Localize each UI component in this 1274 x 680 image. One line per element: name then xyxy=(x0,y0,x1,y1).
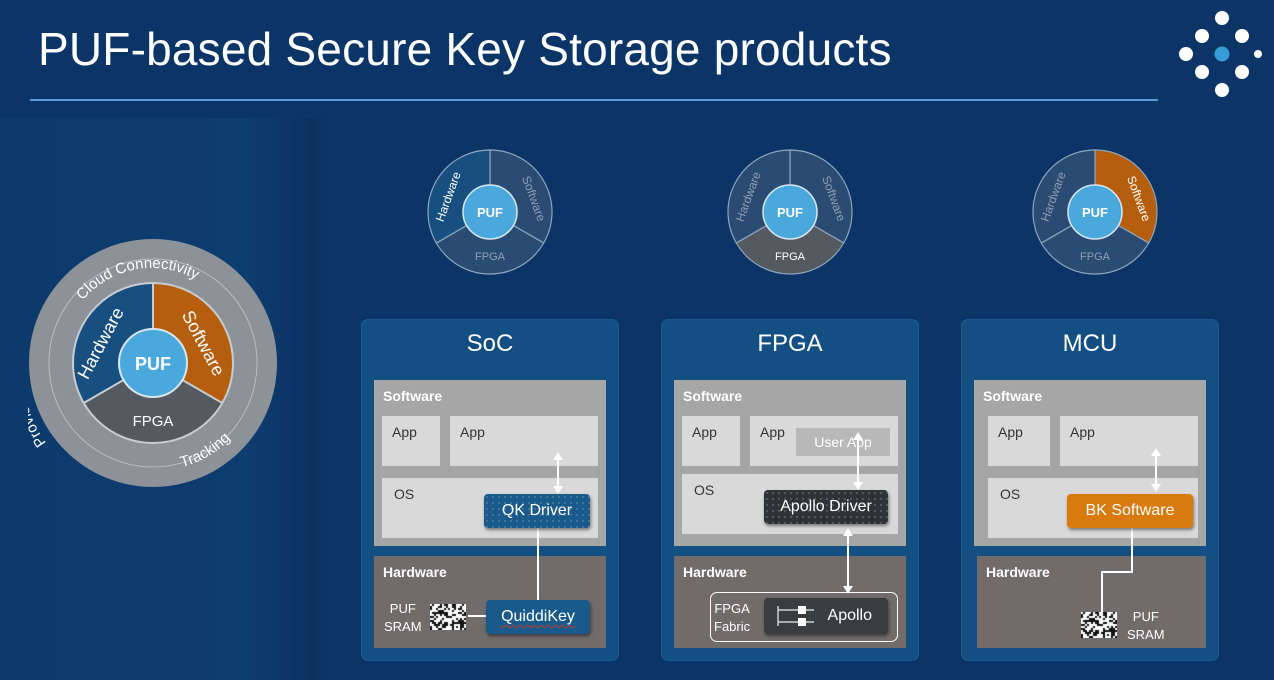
apollo-driver-label: Apollo Driver xyxy=(780,498,872,515)
soc-software-label: Software xyxy=(383,388,443,404)
mcu-app-1-label: App xyxy=(998,424,1023,440)
ring-mcu-puf-label: PUF xyxy=(1082,205,1108,220)
mcu-puf-sram-label: PUF SRAM xyxy=(1127,608,1165,644)
fpga-app-1: App xyxy=(682,416,740,466)
user-app-box: User App xyxy=(796,428,890,456)
fpga-fabric-label: FPGA Fabric xyxy=(714,600,750,636)
ring-fpga-puf-label: PUF xyxy=(777,205,803,220)
qk-driver-label: QK Driver xyxy=(501,502,573,519)
mcu-software-layer: Software App App OS xyxy=(974,380,1206,546)
fpga-app-2-label: App xyxy=(760,424,785,440)
title-rule xyxy=(30,99,1158,101)
mcu-app-2-label: App xyxy=(1070,424,1095,440)
fpga-fabric-text-1: FPGA xyxy=(714,601,750,616)
fpga-card-title: FPGA xyxy=(757,330,823,357)
apollo-label: Apollo xyxy=(827,607,872,624)
apollo-chip-icon xyxy=(777,606,814,626)
ring-fpga-fpga-label: FPGA xyxy=(775,251,806,263)
overview-ring-diagram: PUF Hardware Software FPGA Cloud Connect… xyxy=(28,239,277,487)
ring-soc-fpga-label: FPGA xyxy=(475,251,506,263)
ring-mcu-fpga-label: FPGA xyxy=(1080,251,1111,263)
fpga-software-label: Software xyxy=(683,388,743,404)
mcu-os-label: OS xyxy=(1000,486,1021,502)
quiddikey-label: QuiddiKey xyxy=(501,608,575,625)
soc-puf-pattern xyxy=(430,604,466,630)
ring-mcu-puf-core xyxy=(1067,184,1123,240)
fpga-hardware-label: Hardware xyxy=(683,564,747,580)
mcu-hardware-label: Hardware xyxy=(986,564,1050,580)
user-app-label: User App xyxy=(814,434,872,450)
bk-software-box: BK Software xyxy=(1067,494,1193,528)
fpga-fabric-frame xyxy=(710,592,898,642)
soc-sram-text: SRAM xyxy=(384,619,422,634)
mcu-app-1: App xyxy=(988,416,1050,466)
soc-app-1-label: App xyxy=(392,424,417,440)
bk-software-label: BK Software xyxy=(1085,502,1175,519)
mcu-card: MCU Software App App OS Hardware PUF SRA… xyxy=(962,320,1218,660)
qk-driver-box: QK Driver xyxy=(484,494,590,528)
ring-fpga-puf-core xyxy=(762,184,818,240)
soc-app-2-label: App xyxy=(460,424,485,440)
apollo-driver-box: Apollo Driver xyxy=(764,490,888,524)
mcu-sram-text: SRAM xyxy=(1127,627,1165,642)
mcu-puf-text: PUF xyxy=(1132,609,1159,624)
soc-puf-text: PUF xyxy=(389,601,416,616)
apollo-box: Apollo xyxy=(764,598,888,634)
mcu-app-2: App xyxy=(1060,416,1198,466)
soc-puf-sram-label: PUF SRAM xyxy=(384,600,422,636)
mcu-hardware-layer: Hardware PUF SRAM xyxy=(977,556,1206,648)
fpga-os-label: OS xyxy=(694,482,715,498)
fpga-card: FPGA Software App App User App OS Hardwa… xyxy=(662,320,918,660)
panel-divider xyxy=(308,118,324,680)
company-logo-icon xyxy=(1179,11,1262,97)
overview-fpga-label: FPGA xyxy=(133,413,174,430)
page-title: PUF-based Secure Key Storage products xyxy=(38,23,892,75)
mcu-software-label: Software xyxy=(983,388,1043,404)
mcu-puf-pattern xyxy=(1081,612,1117,638)
soc-hardware-label: Hardware xyxy=(383,564,447,580)
quiddikey-box: QuiddiKey xyxy=(486,600,590,634)
ring-soc-puf-core xyxy=(462,184,518,240)
ring-soc-puf-label: PUF xyxy=(477,205,503,220)
soc-app-2: App xyxy=(450,416,598,466)
soc-os-label: OS xyxy=(394,486,415,502)
overview-center-label: PUF xyxy=(135,354,171,374)
soc-card: SoC Software App App OS Hardware PUF SRA… xyxy=(362,320,618,660)
soc-card-title: SoC xyxy=(466,330,514,357)
fpga-app-1-label: App xyxy=(692,424,717,440)
fpga-fabric-text-2: Fabric xyxy=(714,619,751,634)
mcu-card-title: MCU xyxy=(1062,330,1118,357)
soc-app-1: App xyxy=(382,416,440,466)
